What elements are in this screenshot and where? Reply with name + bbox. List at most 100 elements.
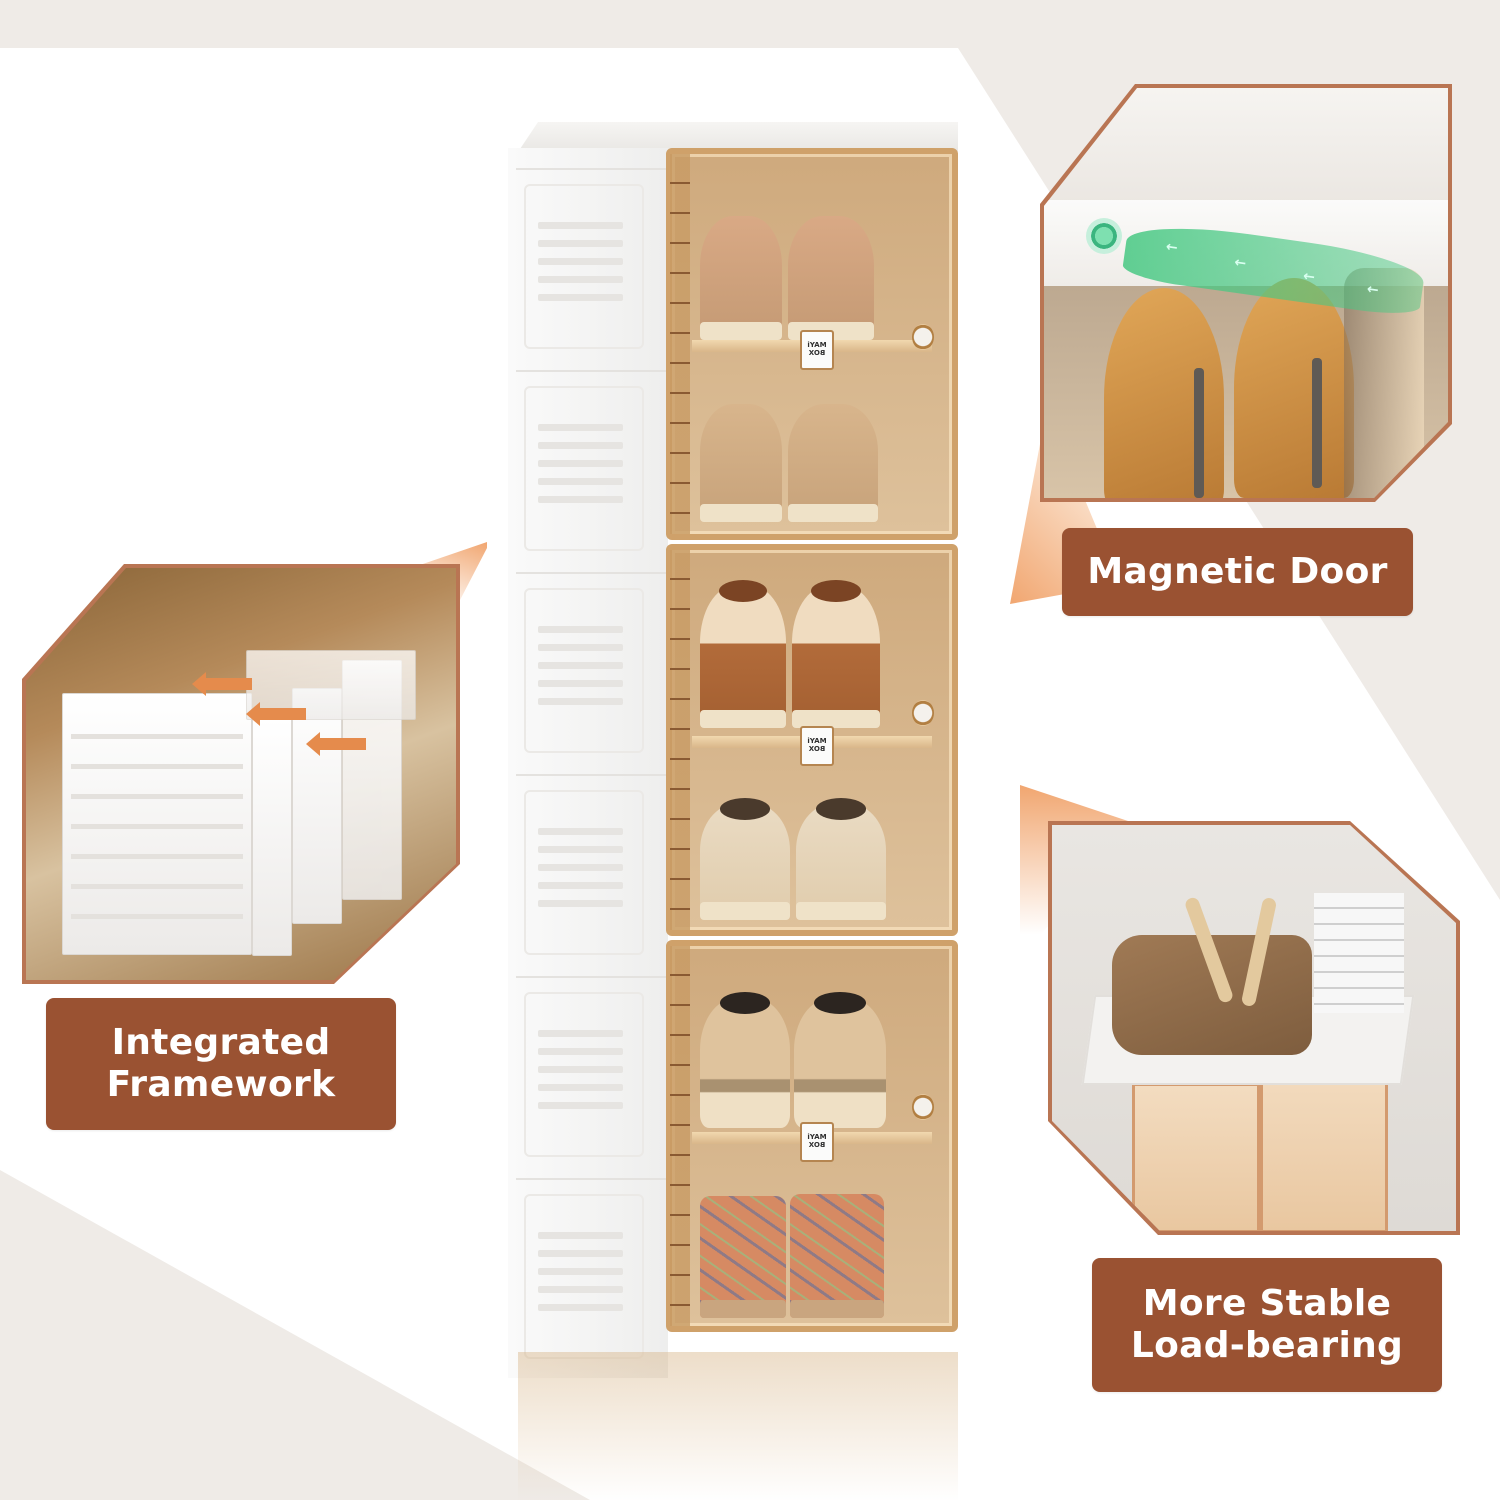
shoe-sole — [796, 902, 886, 920]
door-knob[interactable] — [912, 1094, 934, 1120]
panel-slat — [71, 884, 243, 889]
vent-slot — [538, 478, 623, 485]
vent-slot — [538, 900, 623, 907]
callout-image — [26, 568, 456, 980]
brand-line-2: BOX — [808, 1141, 826, 1149]
label-text-line-2: Load-bearing — [1130, 1325, 1404, 1366]
shoe-collar — [719, 992, 771, 1014]
side-module — [516, 572, 666, 768]
vent-slot — [538, 258, 623, 265]
label-load-bearing: More Stable Load-bearing — [1092, 1258, 1442, 1392]
shoe-sneaker — [788, 404, 878, 522]
cabinet-door-top[interactable]: MAYi BOX — [666, 148, 958, 540]
shoe-sneaker — [700, 992, 790, 1128]
door-knob[interactable] — [912, 700, 934, 726]
arrow-left-icon: ← — [1365, 281, 1380, 299]
vent-slot — [538, 662, 623, 669]
side-recess — [524, 992, 644, 1157]
hinge-strip — [670, 154, 690, 534]
label-text-line-2: Framework — [106, 1064, 336, 1105]
hinge-strip — [670, 550, 690, 930]
folded-panel — [292, 688, 342, 924]
shoe-collar — [815, 798, 867, 820]
vent-slot — [538, 424, 623, 431]
side-module — [516, 1178, 666, 1374]
shoe-collar — [811, 580, 861, 602]
cabinet-door-bottom[interactable]: MAYi BOX — [666, 940, 958, 1332]
vent-slot — [538, 1030, 623, 1037]
vent-slot — [538, 222, 623, 229]
shoe-sole — [700, 902, 790, 920]
hinge-strip — [670, 946, 690, 1326]
callout-frame — [22, 564, 460, 984]
door-knob[interactable] — [912, 324, 934, 350]
arrow-left-icon — [192, 672, 252, 696]
panel-slat — [71, 824, 243, 829]
callout-image: ← ← ← ← — [1044, 88, 1448, 498]
vent-slot — [538, 1286, 623, 1293]
callout-frame — [1048, 821, 1460, 1235]
shoe-sole — [790, 1300, 884, 1318]
arrow-left-icon: ← — [1302, 268, 1316, 286]
shoe-sneaker — [700, 216, 782, 340]
vent-slot — [538, 294, 623, 301]
callout-integrated-framework — [22, 542, 488, 988]
shoe-sneaker — [794, 992, 886, 1128]
label-text-line-1: More Stable — [1142, 1283, 1392, 1325]
shoe-cabinet: MAYi BOX MAYi BOX MAYi BOX — [508, 122, 958, 1500]
shoe-sole — [792, 710, 880, 728]
shoe-sole — [700, 1300, 786, 1318]
shoe-collar — [719, 798, 771, 820]
vent-slot — [538, 698, 623, 705]
heel-spike — [1312, 358, 1322, 488]
shoe-sole — [788, 504, 878, 522]
label-integrated-framework: Integrated Framework — [46, 998, 396, 1130]
shoe-sneaker — [788, 216, 874, 340]
shoe-floral-boot — [700, 1196, 786, 1318]
side-recess — [524, 790, 644, 955]
vent-slot — [538, 1066, 623, 1073]
label-text: Magnetic Door — [1087, 551, 1388, 593]
brand-badge: MAYi BOX — [800, 330, 834, 370]
panel-slat — [71, 734, 243, 739]
shoe-sole — [700, 504, 782, 522]
side-module — [516, 168, 666, 364]
vent-slot — [538, 1304, 623, 1311]
cabinet-side-panel — [508, 148, 668, 1378]
arrow-left-icon — [306, 732, 366, 756]
brand-badge: MAYi BOX — [800, 1122, 834, 1162]
brand-line-2: BOX — [808, 745, 826, 753]
cabinet-door-middle[interactable]: MAYi BOX — [666, 544, 958, 936]
vent-slot — [538, 626, 623, 633]
side-module — [516, 976, 666, 1172]
label-text-line-1: Integrated — [111, 1022, 331, 1064]
vent-slot — [538, 1232, 623, 1239]
panel-slat — [71, 764, 243, 769]
vent-slot — [538, 882, 623, 889]
arrow-left-icon: ← — [1164, 238, 1179, 257]
vent-slot — [538, 1268, 623, 1275]
shoe-boot — [792, 580, 880, 728]
shoe-boot — [700, 580, 786, 728]
floor-reflection — [518, 1352, 958, 1500]
brand-badge: MAYi BOX — [800, 726, 834, 766]
book-stack — [1314, 893, 1404, 1013]
magnet-icon — [1086, 218, 1122, 254]
panel-slat — [71, 914, 243, 919]
callout-magnetic-door: ← ← ← ← — [1010, 84, 1460, 604]
folded-panel — [252, 718, 292, 956]
shoe-sneaker — [700, 404, 782, 522]
vent-slot — [538, 1048, 623, 1055]
cabinet-cube — [1260, 1063, 1388, 1231]
vent-slot — [538, 864, 623, 871]
panel-slat — [71, 854, 243, 859]
shoe-sneaker — [796, 798, 886, 920]
vent-slot — [538, 1102, 623, 1109]
vent-slot — [538, 240, 623, 247]
folded-panel — [62, 693, 252, 955]
callout-frame: ← ← ← ← — [1040, 84, 1452, 502]
shoe-floral-boot — [790, 1194, 884, 1318]
vent-slot — [538, 846, 623, 853]
vent-slot — [538, 460, 623, 467]
panel-slat — [71, 794, 243, 799]
